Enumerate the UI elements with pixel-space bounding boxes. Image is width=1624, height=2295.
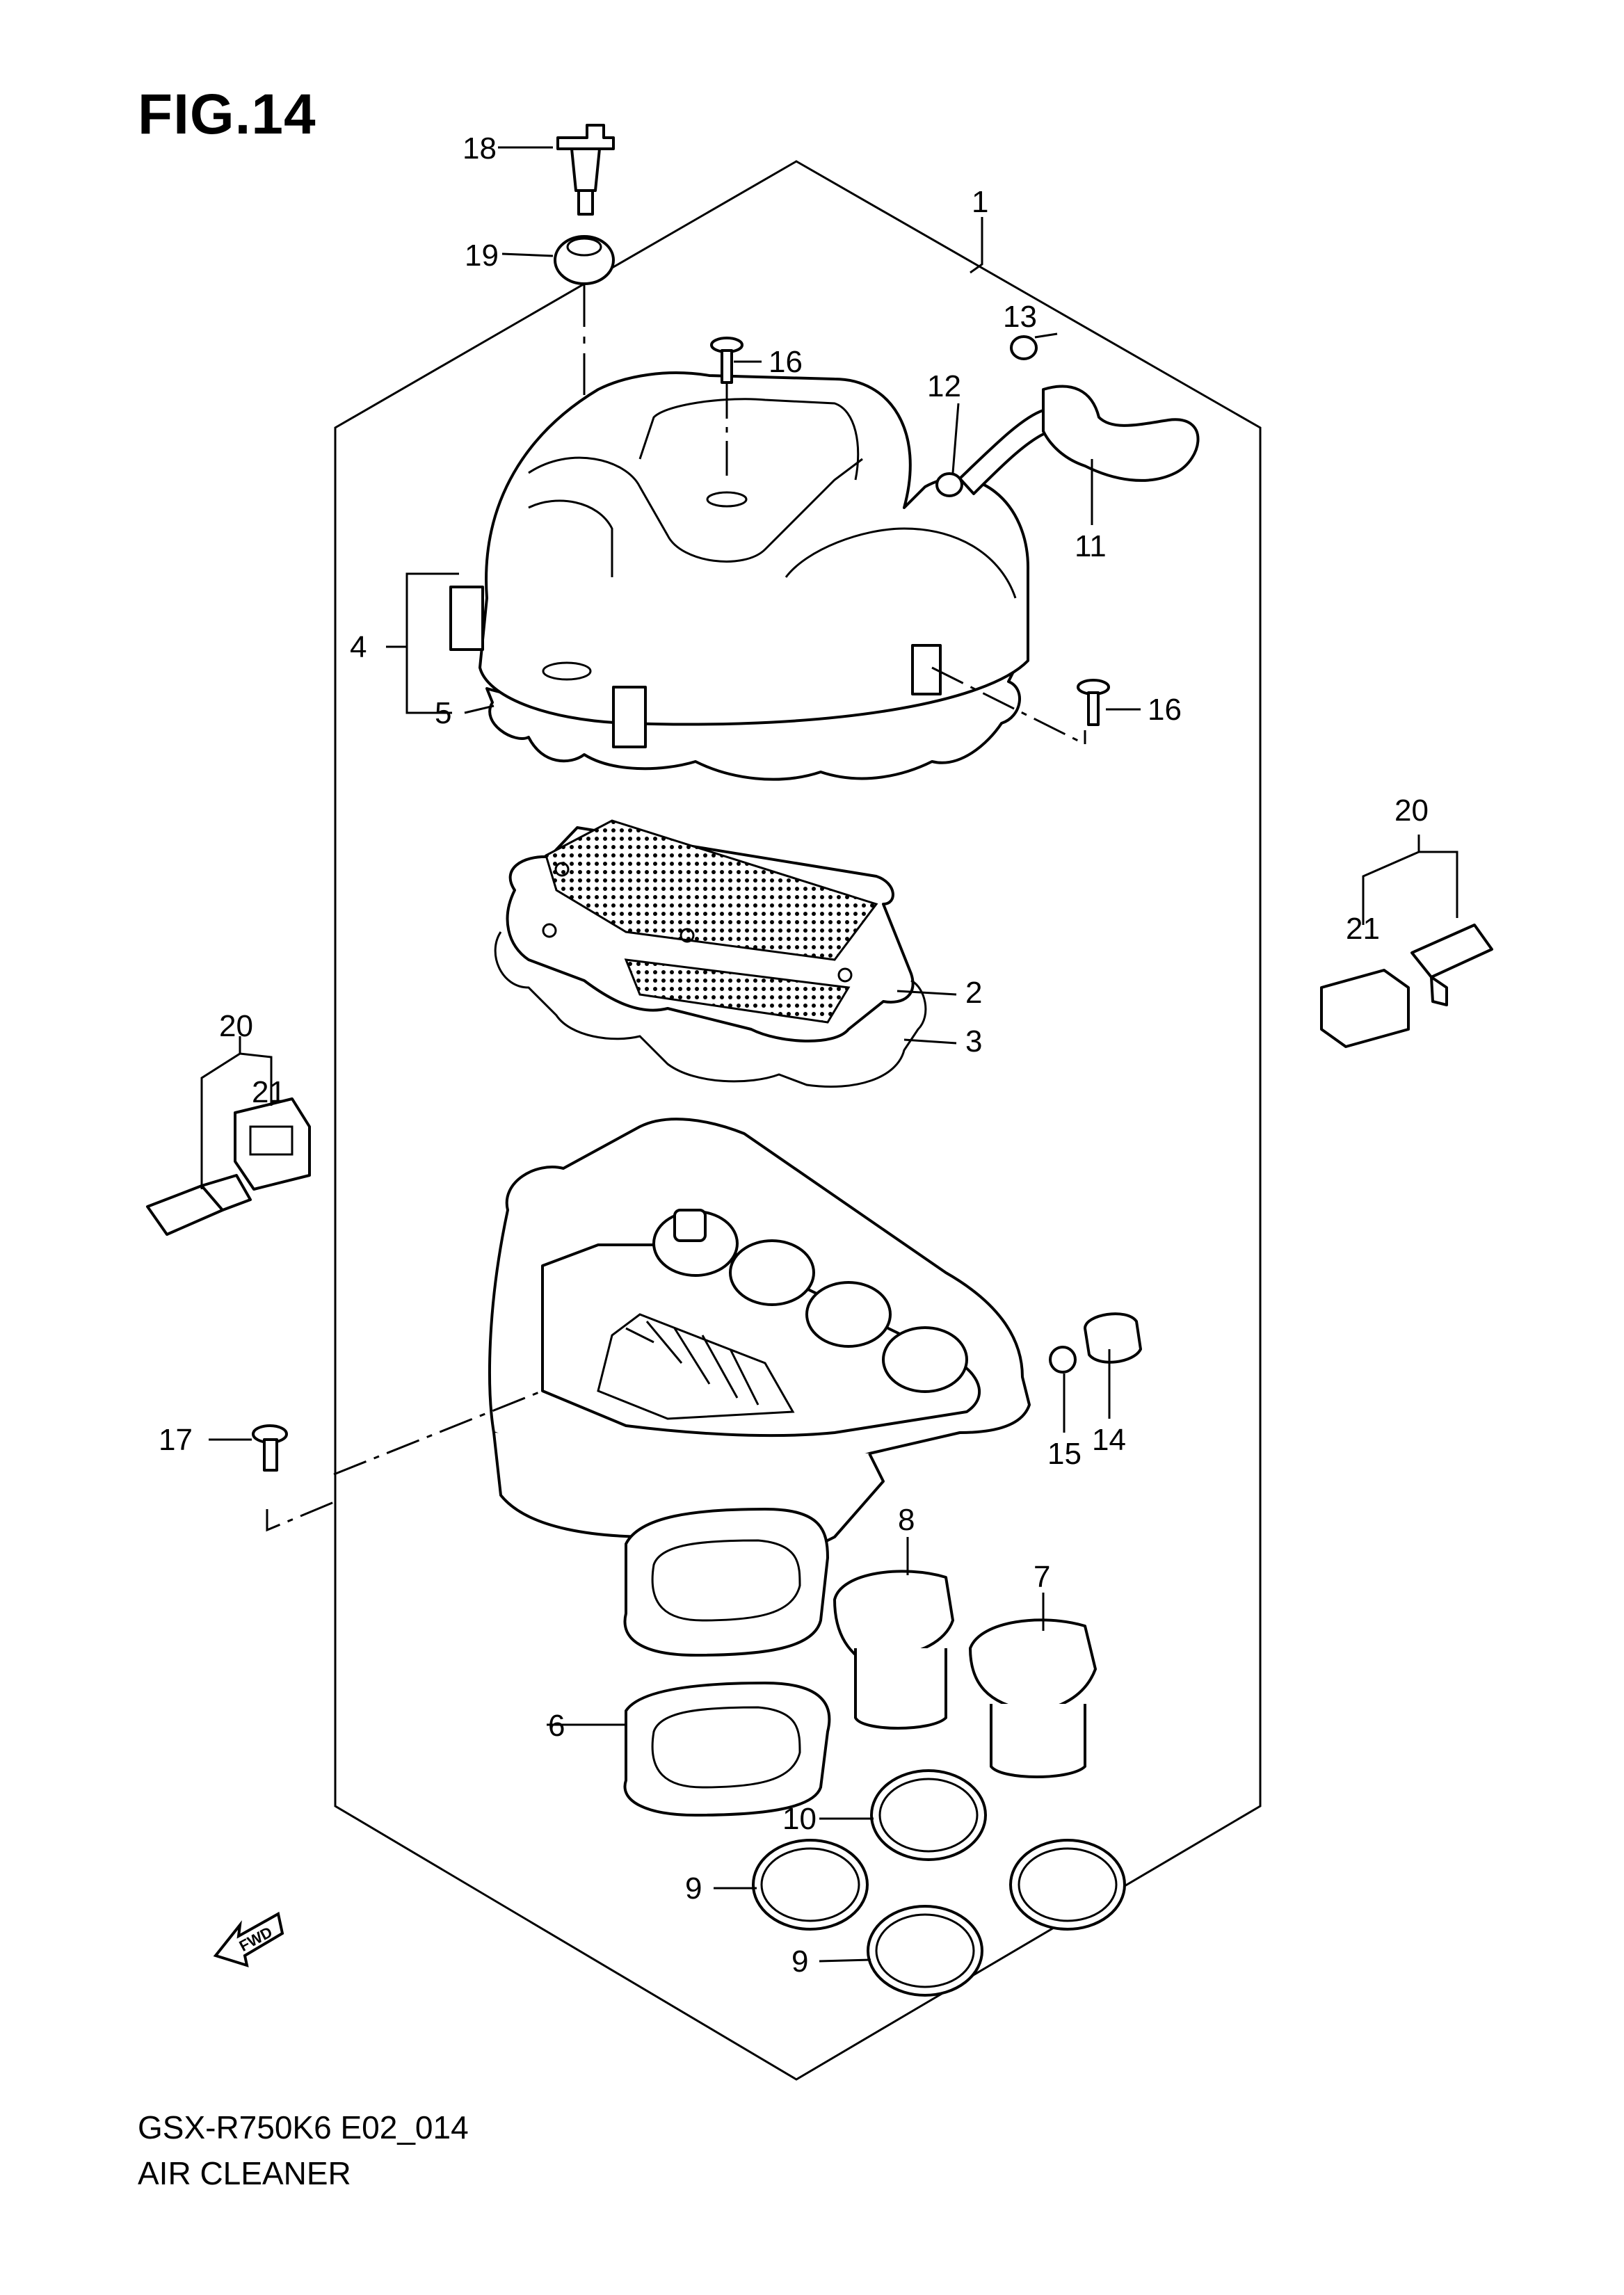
part-21-cover-left xyxy=(234,1097,311,1191)
callout-20-right: 20 xyxy=(1394,794,1429,828)
callout-20-left: 20 xyxy=(219,1009,253,1043)
part-12-clamp xyxy=(935,472,963,497)
part-14-cap xyxy=(1084,1312,1142,1364)
model-code: GSX-R750K6 E02_014 xyxy=(138,2109,469,2145)
part-8-funnel xyxy=(833,1570,954,1730)
part-10-clamp xyxy=(870,1769,1126,1931)
part-11-breather-hose xyxy=(958,385,1200,495)
callout-8: 8 xyxy=(898,1503,915,1537)
part-16-screw-top xyxy=(710,337,743,384)
figure-title: FIG.14 xyxy=(138,83,316,146)
callout-4: 4 xyxy=(350,630,367,664)
part-4-upper-case xyxy=(449,371,1030,781)
part-17-bolt xyxy=(252,1424,288,1472)
callout-1: 1 xyxy=(972,185,988,219)
callout-6: 6 xyxy=(548,1709,565,1743)
part-3-seal xyxy=(494,931,927,1088)
part-21-cover-right xyxy=(1320,969,1410,1048)
callout-16b: 16 xyxy=(1148,693,1182,727)
callout-9a: 9 xyxy=(685,1871,702,1906)
part-7-funnel xyxy=(969,1618,1097,1778)
part-6-duct-seal xyxy=(623,1508,831,1817)
part-19-grommet xyxy=(554,235,615,285)
callout-16a: 16 xyxy=(769,345,803,379)
part-20-connector-left xyxy=(146,1174,252,1236)
callout-13: 13 xyxy=(1003,300,1037,334)
callout-19: 19 xyxy=(465,239,499,273)
part-15-clamp xyxy=(1049,1346,1077,1374)
callout-9b: 9 xyxy=(791,1944,808,1979)
fwd-arrow: FWD xyxy=(213,1911,284,1967)
callout-12: 12 xyxy=(927,369,961,403)
part-9-clamp xyxy=(752,1839,983,1997)
callout-2: 2 xyxy=(965,976,982,1010)
part-20-connector-right xyxy=(1410,924,1493,1006)
part-lower-case xyxy=(488,1118,1031,1573)
callout-21-left: 21 xyxy=(252,1075,286,1109)
callout-11: 11 xyxy=(1075,529,1107,563)
callout-21-right: 21 xyxy=(1346,912,1380,946)
callout-5: 5 xyxy=(435,696,451,730)
part-16-screw-side xyxy=(1077,679,1110,726)
part-2-filter-element xyxy=(506,819,915,1042)
callout-3: 3 xyxy=(965,1024,982,1058)
callout-17: 17 xyxy=(159,1423,193,1457)
callout-7: 7 xyxy=(1034,1560,1050,1594)
callout-10: 10 xyxy=(782,1802,817,1836)
callout-15: 15 xyxy=(1047,1437,1082,1471)
part-13-clamp xyxy=(1010,335,1038,360)
section-name: AIR CLEANER xyxy=(138,2155,351,2191)
part-18-sensor xyxy=(556,124,615,216)
assembly-outline xyxy=(334,160,1262,2081)
callout-14: 14 xyxy=(1092,1423,1126,1457)
callout-18: 18 xyxy=(463,131,497,166)
